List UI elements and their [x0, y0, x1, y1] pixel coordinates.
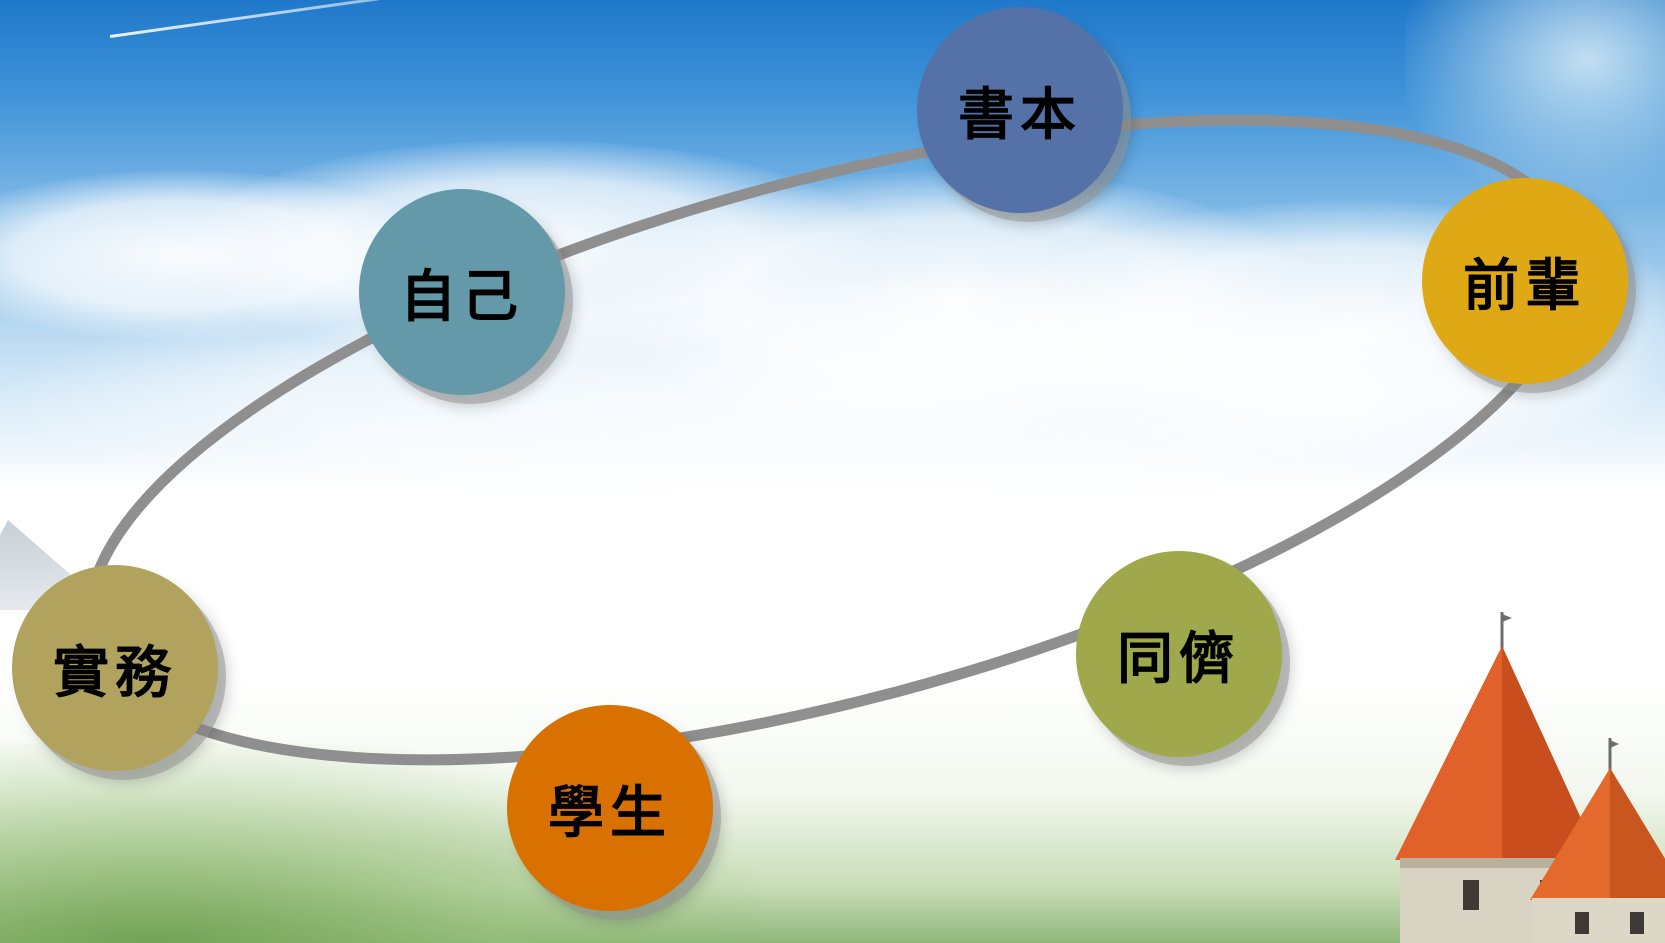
node-label: 實務: [53, 639, 177, 706]
castle-tower-icon: [1530, 738, 1665, 943]
cycle-node-books: 書本: [917, 7, 1123, 213]
node-label: 同儕: [1117, 625, 1241, 692]
cycle-node-practice: 實務: [12, 565, 218, 771]
cycle-node-students: 學生: [507, 705, 713, 911]
cycle-node-seniors: 前輩: [1422, 178, 1628, 384]
node-label: 書本: [958, 81, 1082, 148]
cycle-node-self: 自己: [359, 189, 565, 395]
node-label: 前輩: [1463, 252, 1587, 319]
water-drops-decoration: [1405, 0, 1665, 200]
node-label: 學生: [548, 779, 672, 846]
node-label: 自己: [400, 263, 524, 330]
cloud: [0, 280, 1665, 520]
cycle-node-peers: 同儕: [1076, 551, 1282, 757]
cycle-ring: [84, 114, 1580, 766]
